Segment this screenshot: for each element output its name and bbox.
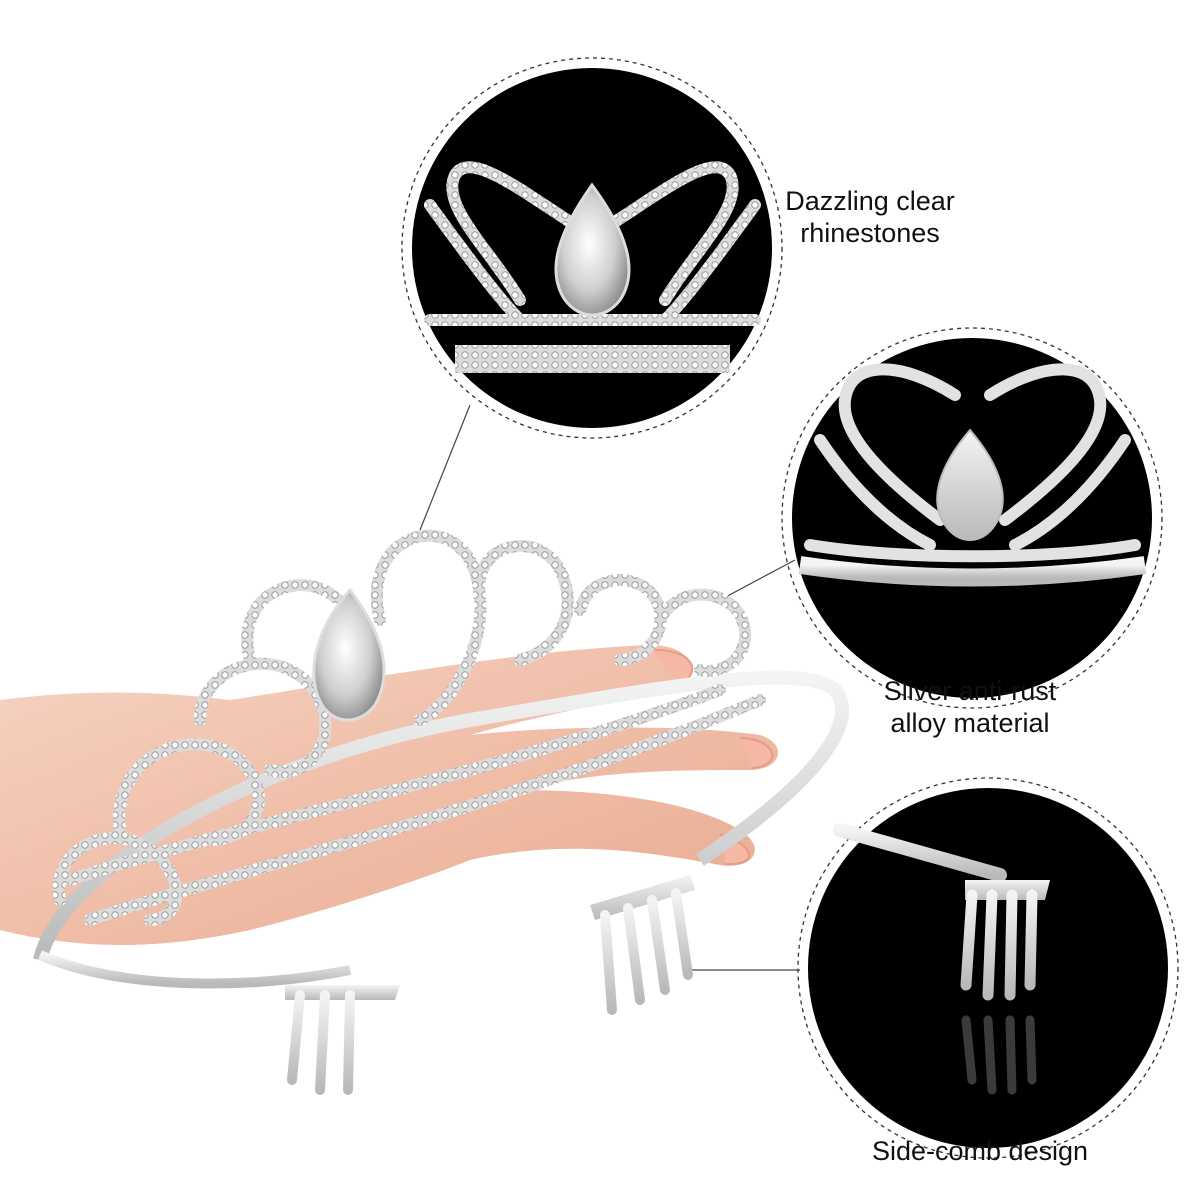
right-side-comb [590, 875, 695, 1015]
teardrop-gem-icon [312, 587, 386, 722]
detail-circle-comb [797, 777, 1179, 1159]
comb-closeup-icon [960, 880, 1054, 1095]
caption-comb-line1: Side-comb design [871, 1136, 1089, 1166]
caption-rhinestones: Dazzling clear rhinestones [770, 185, 970, 249]
detail-circle-rhinestones [401, 57, 783, 439]
caption-comb: Side-comb design [820, 1135, 1140, 1167]
caption-rhinestones-line1: Dazzling clear [785, 186, 955, 216]
detail-circle-alloy [781, 327, 1163, 709]
tiara [33, 529, 850, 989]
teardrop-gem-icon [554, 182, 631, 317]
caption-alloy-line2: alloy material [890, 708, 1050, 738]
caption-alloy-line1: Sliver anti-rust [883, 676, 1057, 706]
smooth-gem-back-icon [936, 428, 1004, 541]
caption-rhinestones-line2: rhinestones [800, 218, 940, 248]
tiara-closeup-icon [424, 161, 761, 326]
connector-line-middle [719, 559, 796, 601]
caption-alloy: Sliver anti-rust alloy material [860, 675, 1080, 739]
left-side-comb [285, 985, 400, 1095]
connector-line-top [419, 404, 471, 531]
tiara-back-icon [804, 363, 1141, 563]
